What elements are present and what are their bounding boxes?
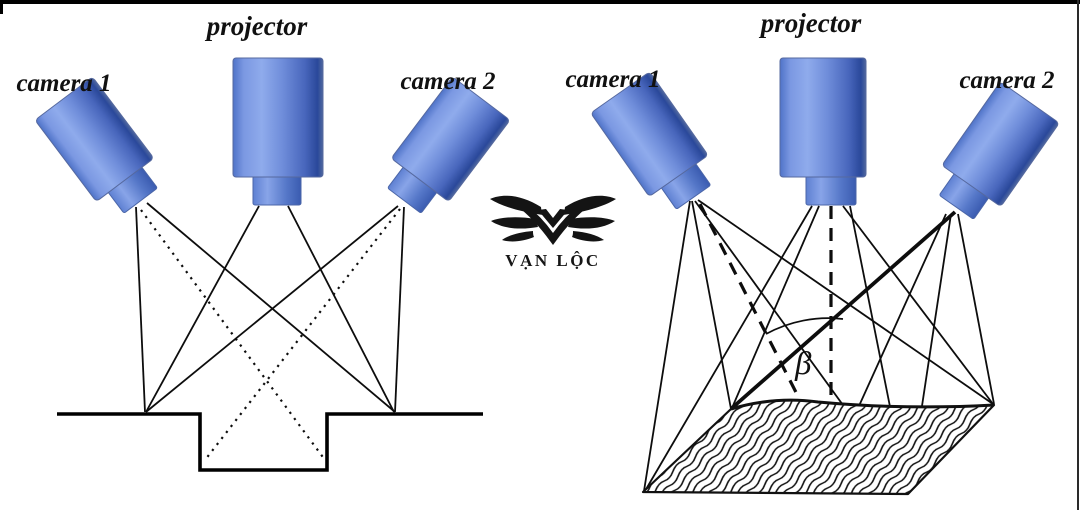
left-projector-label: projector (206, 11, 308, 41)
winged-v-icon (490, 195, 616, 245)
camera1-ray (135, 206, 146, 413)
stepped-surface (57, 412, 483, 472)
right-border (1077, 0, 1079, 510)
logo-text: VẠN LỘC (505, 251, 601, 270)
camera-2-icon (387, 77, 509, 214)
camera2-ray (394, 206, 405, 413)
camera2-ray (957, 213, 995, 405)
camera1-ray (146, 202, 396, 413)
left-border-tick (0, 0, 3, 14)
camera1-ray (691, 200, 732, 410)
triangulation-angle-label: β (795, 346, 812, 382)
projector-ray (145, 205, 260, 413)
camera1-occluded-ray-dotted (140, 209, 326, 461)
angle-arc (765, 317, 844, 335)
right-projector-label: projector (760, 8, 862, 38)
camera-1-icon (36, 77, 158, 214)
camera2-ray (145, 205, 399, 413)
surface-top-edge (730, 398, 995, 411)
fringe-pattern (641, 399, 996, 496)
projector-icon (232, 57, 324, 206)
camera1-ray (643, 200, 691, 492)
projector-ray (287, 205, 395, 413)
camera2-triangulation-ray (730, 210, 957, 410)
camera1-ray (697, 199, 994, 405)
camera-1-icon (591, 72, 711, 210)
camera-2-icon (939, 82, 1059, 220)
projector-ray (731, 205, 820, 409)
right-camera1-label: camera 1 (565, 66, 661, 93)
left-panel-rays (135, 202, 405, 461)
projector-icon (779, 57, 867, 206)
measured-surface (641, 398, 996, 496)
left-camera1-label: camera 1 (16, 70, 112, 97)
camera1-optical-axis-dashed (698, 203, 831, 458)
right-camera2-label: camera 2 (959, 67, 1055, 94)
left-camera2-label: camera 2 (400, 68, 496, 95)
projector-ray (644, 205, 813, 492)
top-border (0, 0, 1080, 4)
right-panel (591, 57, 1059, 496)
left-panel (36, 57, 509, 472)
projector-ray (842, 205, 994, 405)
